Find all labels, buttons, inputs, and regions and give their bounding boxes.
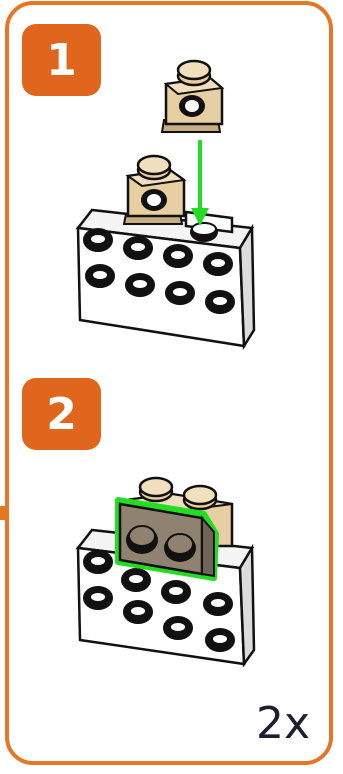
step-1-illustration (78, 61, 254, 346)
step-2-highlighted-part (118, 500, 216, 578)
step-1-new-brick (162, 61, 222, 132)
step-1-plate (78, 210, 254, 346)
step-1-placement-arrow (191, 140, 209, 226)
step-2-illustration (78, 478, 254, 664)
step-1-placed-brick (124, 156, 184, 224)
